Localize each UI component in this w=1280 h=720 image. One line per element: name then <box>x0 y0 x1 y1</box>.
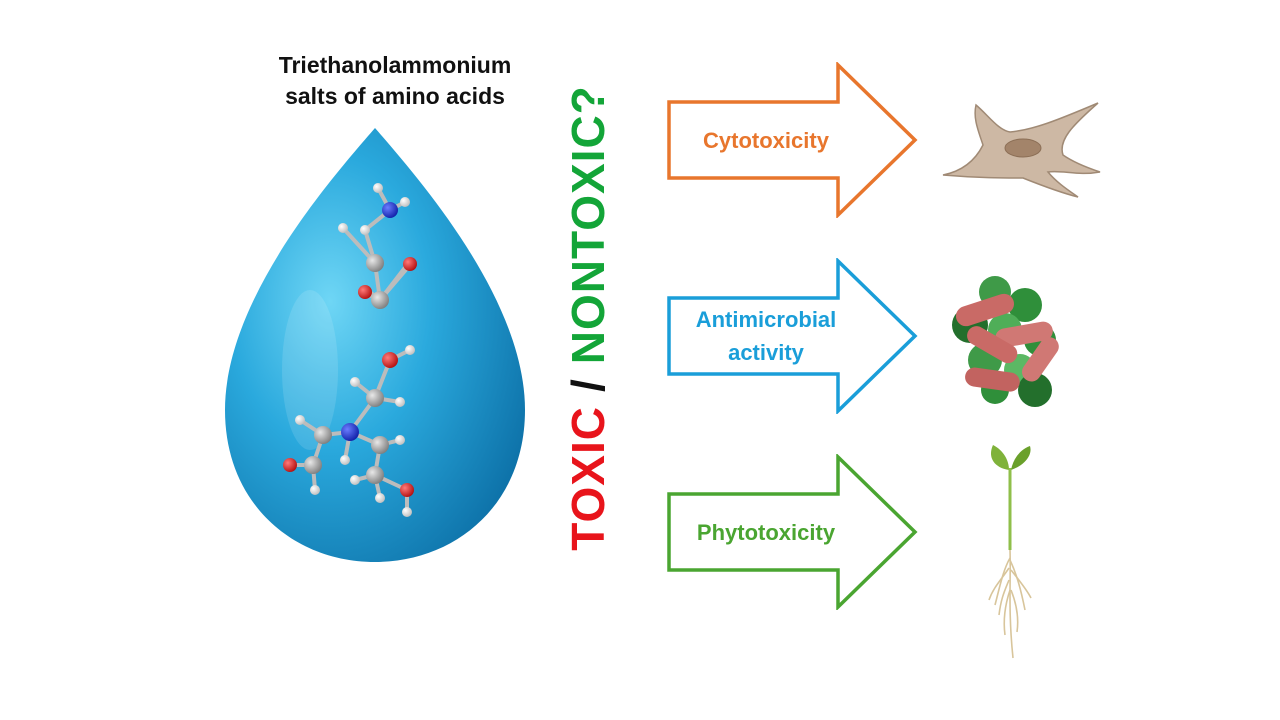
arrow-shape <box>667 62 918 218</box>
drop-highlight <box>282 290 338 450</box>
title-line-1: Triethanolammonium <box>278 52 512 78</box>
atom-nitrogen <box>382 202 398 218</box>
separator-slash: / <box>562 378 614 393</box>
toxicity-question-label: TOXIC / NONTOXIC? <box>561 85 615 551</box>
title-line-2: salts of amino acids <box>285 83 505 109</box>
atom-hydrogen <box>395 435 405 445</box>
rod-bacterium <box>955 293 1015 327</box>
rod-bacterium <box>965 367 1020 392</box>
arrow-label-activity: activity <box>728 340 804 365</box>
atom-carbon <box>366 466 384 484</box>
atom-carbon <box>314 426 332 444</box>
ionic-liquid-drop <box>225 128 525 562</box>
mammalian-cell-icon <box>942 102 1101 198</box>
atom-carbon <box>366 254 384 272</box>
atom-hydrogen <box>350 377 360 387</box>
coccus <box>1008 288 1042 322</box>
atom-hydrogen <box>340 455 350 465</box>
arrow-shape <box>667 258 918 414</box>
atom-hydrogen <box>350 475 360 485</box>
arrow-label-cytotoxicity: Cytotoxicity <box>703 127 829 153</box>
arrow-label-phytotoxicity: Phytotoxicity <box>696 519 836 545</box>
atom-hydrogen <box>400 197 410 207</box>
cell-nucleus <box>1004 138 1042 158</box>
seedling-leaf <box>1011 446 1031 470</box>
atom-carbon <box>366 389 384 407</box>
atom-hydrogen <box>405 345 415 355</box>
drop-title: Triethanolammonium salts of amino acids <box>220 50 570 112</box>
atom-oxygen <box>283 458 297 472</box>
atom-hydrogen <box>395 397 405 407</box>
phytotoxicity-arrow: Phytotoxicity <box>666 454 922 610</box>
arrow-label-antimicrobial: Antimicrobial <box>695 307 837 332</box>
rod-bacterium <box>1022 337 1059 382</box>
bacteria-cluster-icon <box>952 276 1059 407</box>
coccus <box>1018 373 1052 407</box>
nontoxic-text: NONTOXIC? <box>562 85 614 365</box>
atom-oxygen <box>382 352 398 368</box>
antimicrobial-arrow: Antimicrobial activity <box>666 258 922 414</box>
atom-hydrogen <box>338 223 348 233</box>
cytotoxicity-arrow: Cytotoxicity <box>666 62 922 218</box>
atom-carbon <box>371 436 389 454</box>
plant-seedling-icon <box>988 445 1032 659</box>
toxic-text: TOXIC <box>562 406 614 551</box>
atom-hydrogen <box>310 485 320 495</box>
seedling-leaf <box>990 445 1009 470</box>
atom-carbon <box>371 291 389 309</box>
atom-hydrogen <box>360 225 370 235</box>
seedling-roots <box>988 549 1032 659</box>
atom-oxygen <box>358 285 372 299</box>
atom-hydrogen <box>402 507 412 517</box>
atom-carbon <box>304 456 322 474</box>
rod-bacterium <box>967 326 1018 364</box>
atom-hydrogen <box>295 415 305 425</box>
atom-oxygen <box>400 483 414 497</box>
atom-hydrogen <box>375 493 385 503</box>
rod-bacterium <box>995 321 1053 348</box>
atom-oxygen <box>403 257 417 271</box>
drop-shape <box>225 128 525 562</box>
atom-nitrogen <box>341 423 359 441</box>
arrow-shape <box>667 454 918 610</box>
atom-hydrogen <box>373 183 383 193</box>
